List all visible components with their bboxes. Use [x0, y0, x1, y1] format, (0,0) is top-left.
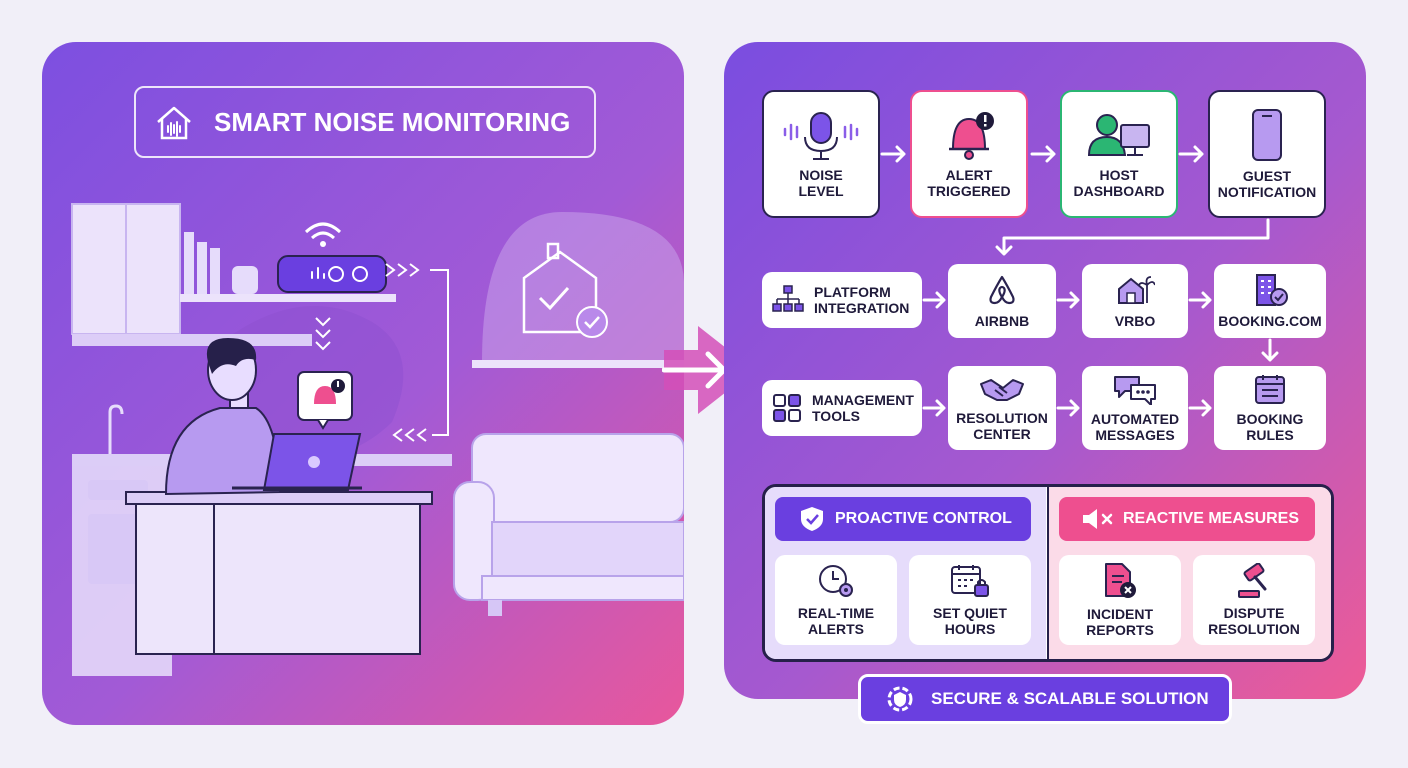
- smart-home-icon: [157, 106, 191, 140]
- row2-row3-connectors: [922, 291, 1279, 417]
- grid-icon: [773, 394, 801, 422]
- page-title: SMART NOISE MONITORING: [214, 106, 571, 137]
- smartphone-icon: [1252, 109, 1282, 161]
- chat-bubbles-icon: [1114, 376, 1156, 405]
- reactive-header-label: REACTIVE MEASURES: [1123, 510, 1300, 527]
- document-x-icon: [1105, 563, 1136, 598]
- airbnb-card: AIRBNB: [948, 264, 1056, 338]
- proactive-header-label: PROACTIVE CONTROL: [835, 510, 1012, 527]
- vrbo-card: VRBO: [1082, 264, 1188, 338]
- alert-triggered-card: ALERT TRIGGERED: [910, 90, 1028, 218]
- host-dashboard-label: HOST DASHBOARD: [1073, 167, 1165, 199]
- host-dashboard-card: HOST DASHBOARD: [1060, 90, 1178, 218]
- quiet-hours-card: SET QUIET HOURS: [909, 555, 1031, 645]
- airbnb-label: AIRBNB: [974, 313, 1030, 329]
- resolution-center-label: RESOLUTION CENTER: [956, 410, 1048, 442]
- vrbo-label: VRBO: [1114, 313, 1156, 329]
- real-time-alerts-label: REAL-TIME ALERTS: [797, 605, 875, 637]
- gavel-icon: [1238, 563, 1267, 598]
- guest-notification-label: GUEST NOTIFICATION: [1217, 168, 1317, 200]
- control-measures-box: PROACTIVE CONTROL REAL-TIME ALERTS: [762, 484, 1334, 662]
- incident-reports-card: INCIDENT REPORTS: [1059, 555, 1181, 645]
- clock-gear-icon: [819, 565, 853, 597]
- smart-home-panel: SMART NOISE MONITORING: [42, 42, 684, 725]
- noise-level-label: NOISE LEVEL: [798, 167, 844, 199]
- reactive-section: REACTIVE MEASURES INCIDENT REPORTS DISPU…: [1047, 487, 1331, 659]
- shield-check-icon: [801, 507, 823, 531]
- reactive-header: REACTIVE MEASURES: [1059, 497, 1315, 541]
- management-tools-card: MANAGEMENT TOOLS: [762, 380, 922, 436]
- vrbo-house-icon: [1118, 276, 1155, 304]
- booking-com-label: BOOKING.COM: [1218, 313, 1322, 329]
- panel-title-box: SMART NOISE MONITORING: [134, 86, 596, 158]
- real-time-alerts-card: REAL-TIME ALERTS: [775, 555, 897, 645]
- airbnb-logo-icon: [989, 275, 1015, 305]
- solution-flow-panel: NOISE LEVEL ALERT TRIGGERED HOST DASHBOA…: [724, 42, 1366, 699]
- alert-bell-icon: [949, 112, 994, 160]
- host-computer-icon: [1087, 114, 1150, 156]
- automated-messages-label: AUTOMATED MESSAGES: [1090, 411, 1180, 443]
- quiet-hours-label: SET QUIET HOURS: [933, 605, 1007, 637]
- dispute-resolution-label: DISPUTE RESOLUTION: [1208, 605, 1300, 637]
- automated-messages-card: AUTOMATED MESSAGES: [1082, 366, 1188, 450]
- gear-shield-icon: [887, 686, 913, 712]
- calendar-lock-icon: [951, 565, 989, 597]
- alert-triggered-label: ALERT TRIGGERED: [927, 167, 1011, 199]
- handshake-icon: [980, 379, 1024, 401]
- booking-rules-card: BOOKING RULES: [1214, 366, 1326, 450]
- platform-integration-label: PLATFORM INTEGRATION: [814, 284, 910, 316]
- row1-connectors: [880, 145, 1270, 256]
- noise-level-card: NOISE LEVEL: [762, 90, 880, 218]
- mute-speaker-icon: [1083, 509, 1113, 529]
- booking-com-card: BOOKING.COM: [1214, 264, 1326, 338]
- proactive-header: PROACTIVE CONTROL: [775, 497, 1031, 541]
- proactive-section: PROACTIVE CONTROL REAL-TIME ALERTS: [765, 487, 1046, 659]
- living-room-illustration: [71, 203, 684, 676]
- footer-label: SECURE & SCALABLE SOLUTION: [931, 689, 1209, 708]
- secure-solution-badge: SECURE & SCALABLE SOLUTION: [858, 674, 1232, 724]
- incident-reports-label: INCIDENT REPORTS: [1086, 606, 1154, 638]
- hierarchy-icon: [772, 285, 804, 312]
- guest-notification-card: GUEST NOTIFICATION: [1208, 90, 1326, 218]
- resolution-center-card: RESOLUTION CENTER: [948, 366, 1056, 450]
- dispute-resolution-card: DISPUTE RESOLUTION: [1193, 555, 1315, 645]
- microphone-icon: [783, 112, 859, 160]
- building-check-icon: [1256, 274, 1288, 306]
- management-tools-label: MANAGEMENT TOOLS: [812, 392, 914, 424]
- calendar-list-icon: [1255, 375, 1285, 404]
- booking-rules-label: BOOKING RULES: [1236, 411, 1304, 443]
- platform-integration-card: PLATFORM INTEGRATION: [762, 272, 922, 328]
